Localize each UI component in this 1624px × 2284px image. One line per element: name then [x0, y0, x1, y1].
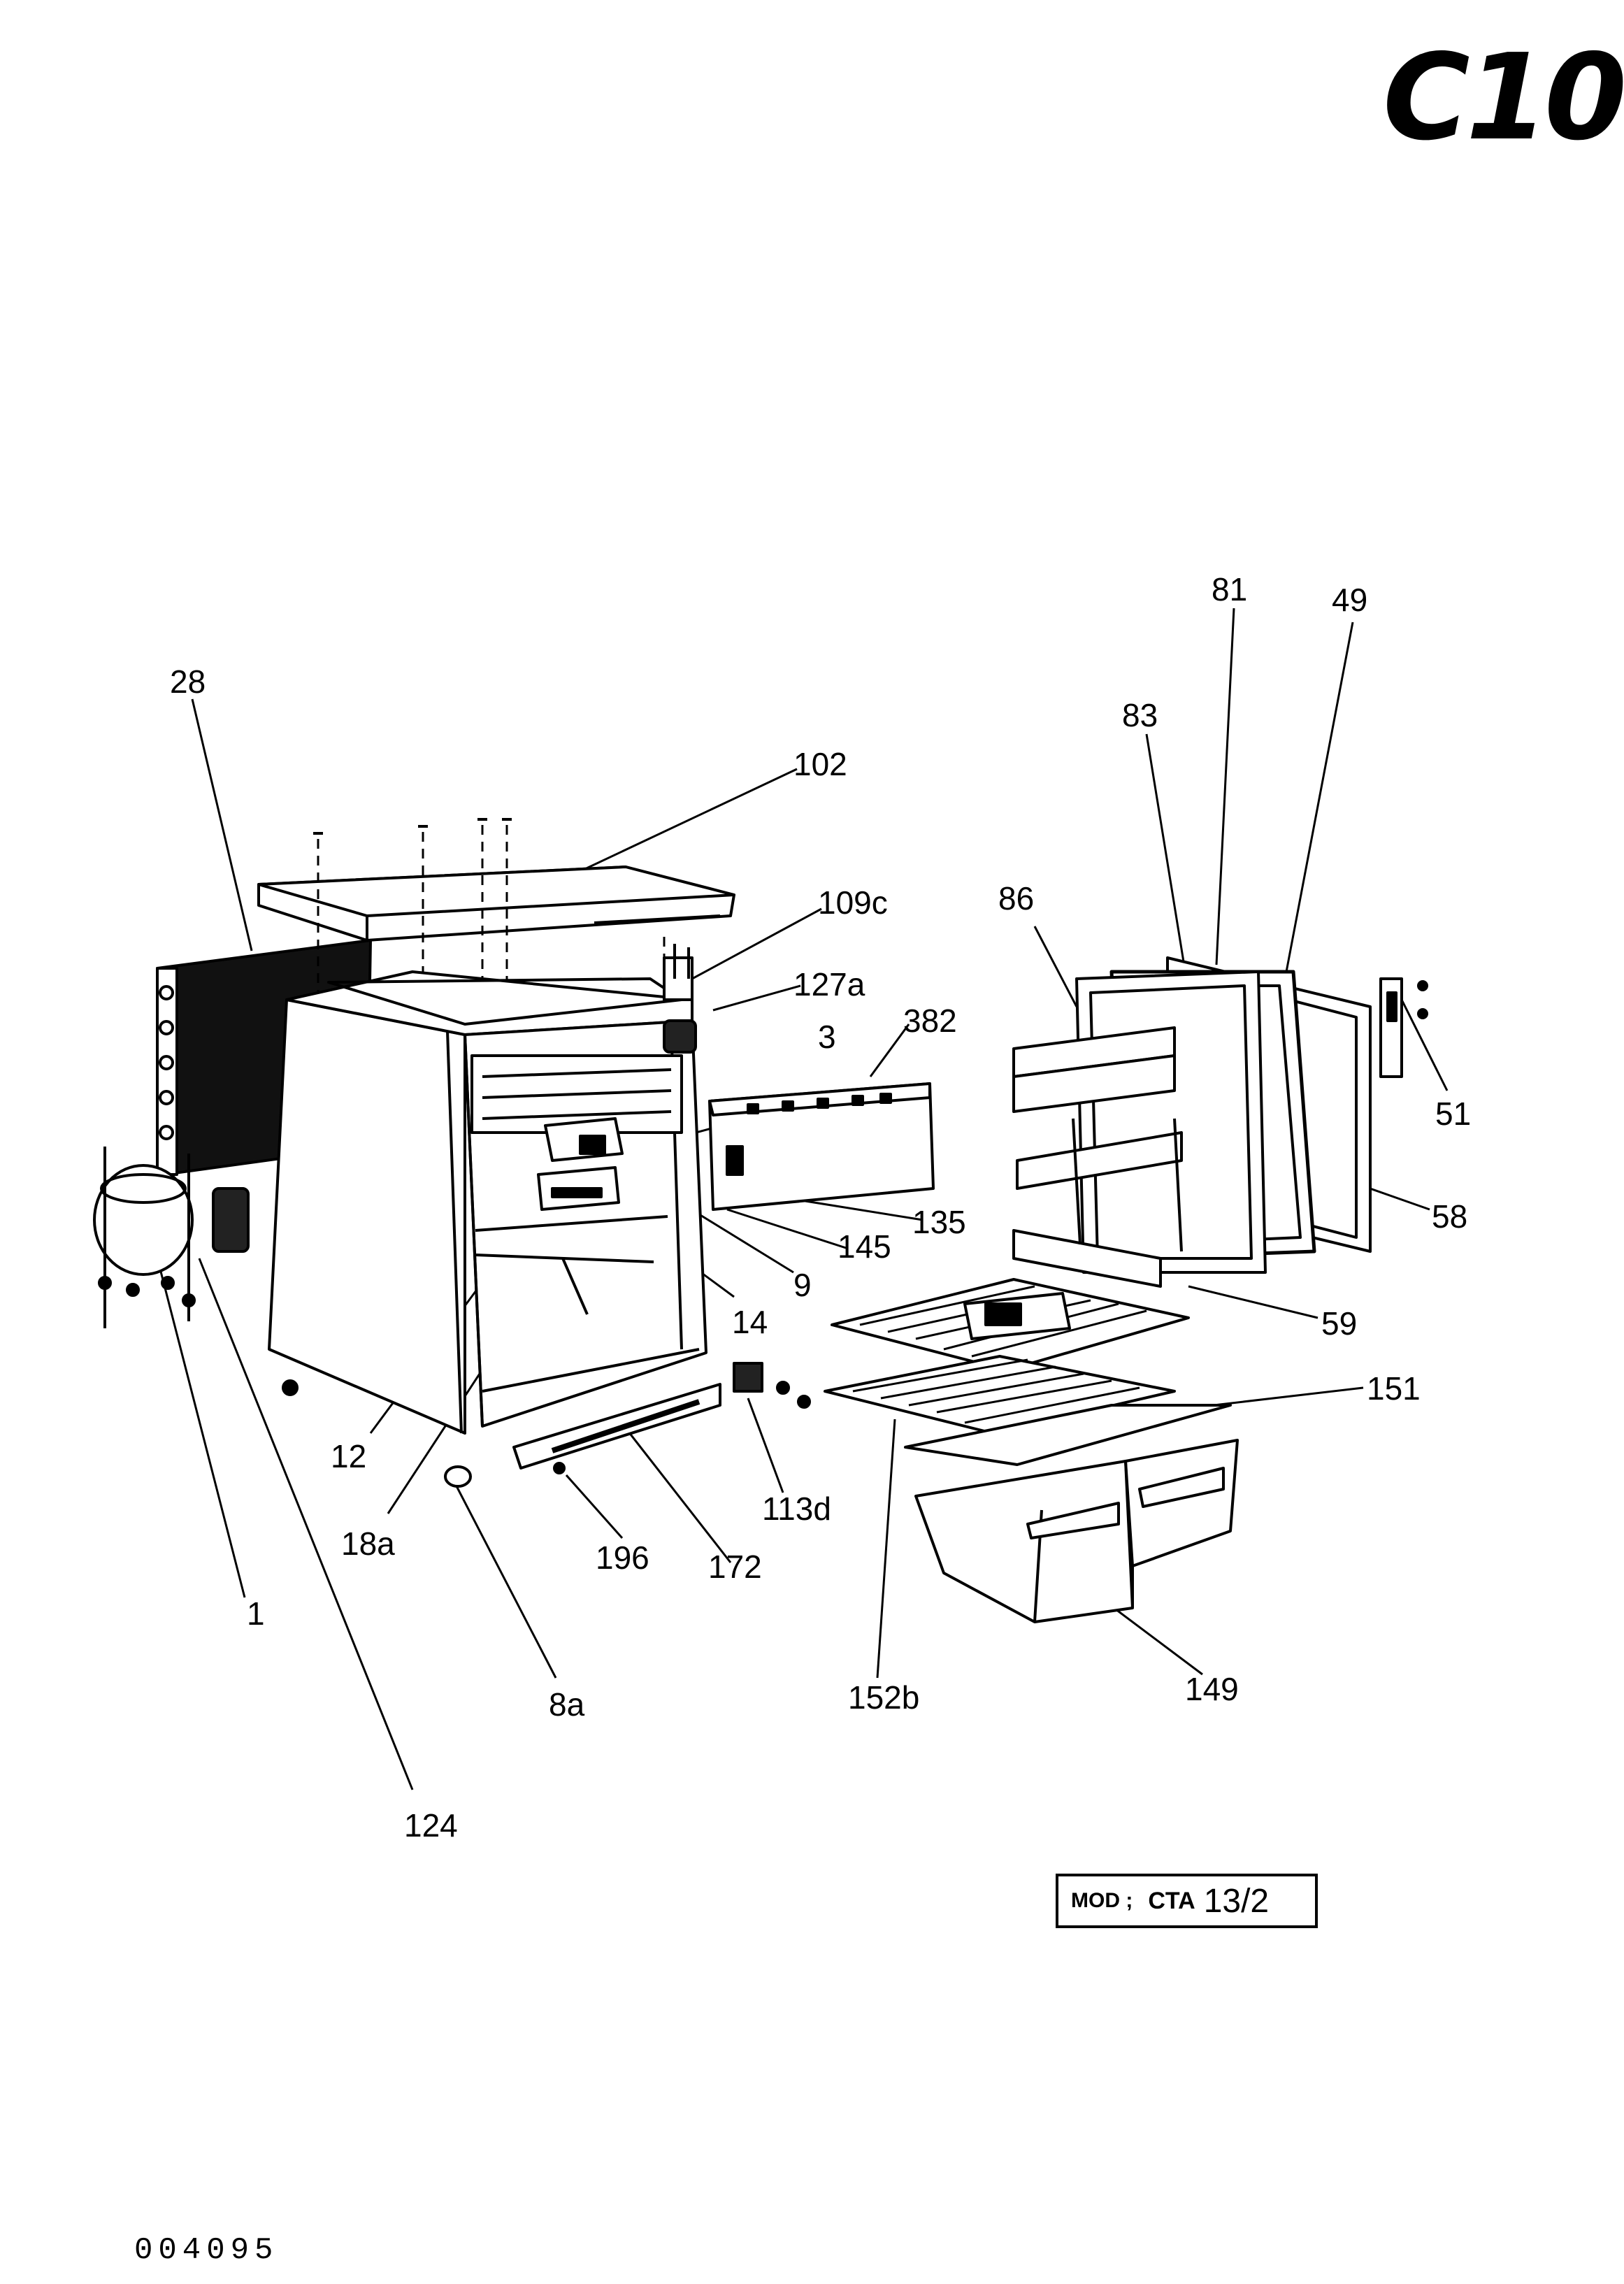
- part-label-8a: 8a: [549, 1686, 585, 1723]
- part-label-9: 9: [793, 1267, 812, 1303]
- part-label-59: 59: [1321, 1305, 1358, 1342]
- model-box: MOD ; CTA 13/2: [1056, 1874, 1318, 1928]
- page-code: C10: [1383, 29, 1624, 167]
- part-label-12: 12: [331, 1438, 367, 1474]
- part-label-1: 1: [247, 1595, 265, 1632]
- part-label-51: 51: [1435, 1096, 1472, 1132]
- top-cover-part: [257, 818, 735, 1181]
- part-label-135: 135: [912, 1204, 966, 1240]
- control-panel-part: [708, 1082, 935, 1211]
- part-label-102: 102: [793, 746, 847, 782]
- wire-shelves-part: [824, 1278, 1232, 1466]
- part-label-196: 196: [596, 1539, 649, 1576]
- crisper-bins-part: [914, 1439, 1239, 1623]
- part-label-18a: 18a: [341, 1525, 395, 1562]
- part-label-149: 149: [1185, 1671, 1239, 1707]
- part-label-83: 83: [1122, 697, 1158, 733]
- cabinet-body: [268, 970, 707, 1435]
- part-label-124: 124: [404, 1807, 458, 1844]
- part-label-86: 86: [998, 880, 1035, 917]
- part-label-127a: 127a: [793, 966, 865, 1003]
- part-label-172: 172: [708, 1549, 762, 1585]
- part-label-382: 382: [903, 1003, 957, 1039]
- document-number: 004095: [134, 2233, 279, 2268]
- part-label-81: 81: [1212, 571, 1248, 608]
- door-part: [1075, 956, 1428, 1274]
- part-label-152b: 152b: [848, 1679, 920, 1716]
- evaporator-part: [537, 1117, 624, 1211]
- plinth-part: [282, 1362, 811, 1474]
- part-label-28: 28: [170, 663, 206, 700]
- part-label-3: 3: [818, 1019, 836, 1055]
- part-label-14: 14: [732, 1304, 768, 1340]
- model-number: 13/2: [1203, 1882, 1270, 1920]
- compressor-part: [93, 1147, 196, 1328]
- thermostat-part: [663, 944, 697, 1054]
- door-shelves-part: [1012, 1026, 1183, 1288]
- part-label-49: 49: [1332, 582, 1368, 618]
- part-label-109c: 109c: [818, 884, 888, 921]
- foot-part: [444, 1465, 472, 1488]
- model-name: CTA: [1148, 1887, 1195, 1914]
- part-label-151: 151: [1367, 1370, 1421, 1407]
- part-label-145: 145: [838, 1228, 891, 1265]
- model-prefix: MOD ;: [1071, 1889, 1133, 1912]
- part-label-58: 58: [1432, 1198, 1468, 1235]
- part-label-113d: 113d: [762, 1491, 831, 1527]
